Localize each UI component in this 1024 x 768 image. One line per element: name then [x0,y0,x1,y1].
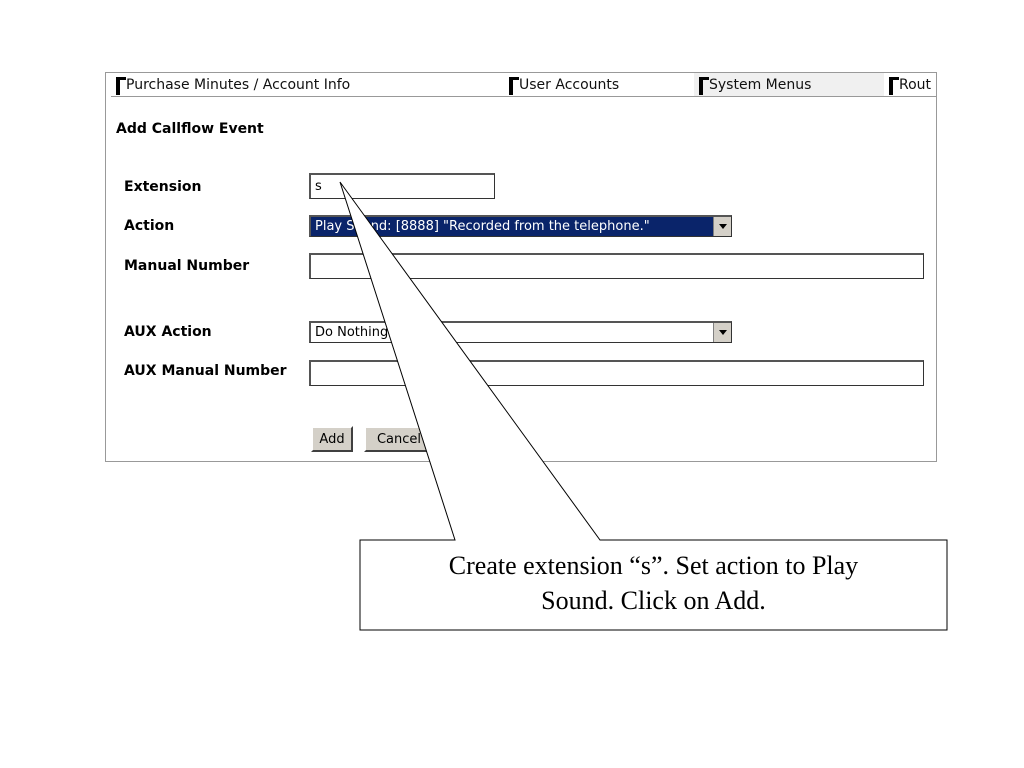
aux-manual-number-input[interactable] [309,360,924,386]
action-select[interactable]: Play Sound: [8888] "Recorded from the te… [309,215,732,237]
callout-line-2: Sound. Click on Add. [541,586,766,615]
action-select-value: Play Sound: [8888] "Recorded from the te… [311,217,713,236]
callout-line-1: Create extension “s”. Set action to Play [448,551,859,580]
manual-number-input[interactable] [309,253,924,279]
tab-user-accounts[interactable]: User Accounts [504,73,694,97]
aux-action-select[interactable]: Do Nothing [309,321,732,343]
tab-system-menus[interactable]: System Menus [694,73,884,97]
add-button[interactable]: Add [311,426,353,452]
form-title: Add Callflow Event [116,121,264,137]
extension-input[interactable] [309,173,495,199]
aux-action-label: AUX Action [124,324,212,340]
callout-text: Create extension “s”. Set action to Play… [360,540,947,630]
callflow-panel: Purchase Minutes / Account Info User Acc… [105,72,937,462]
action-label: Action [124,218,175,234]
tab-purchase-minutes[interactable]: Purchase Minutes / Account Info [111,73,504,97]
aux-manual-number-label: AUX Manual Number [124,363,287,379]
manual-number-label: Manual Number [124,258,250,274]
chevron-down-icon[interactable] [713,323,731,342]
tab-routing[interactable]: Rout [884,73,936,97]
extension-label: Extension [124,179,202,195]
aux-action-select-value: Do Nothing [315,325,389,340]
cancel-button[interactable]: Cancel [364,426,434,452]
chevron-down-icon[interactable] [713,217,731,236]
